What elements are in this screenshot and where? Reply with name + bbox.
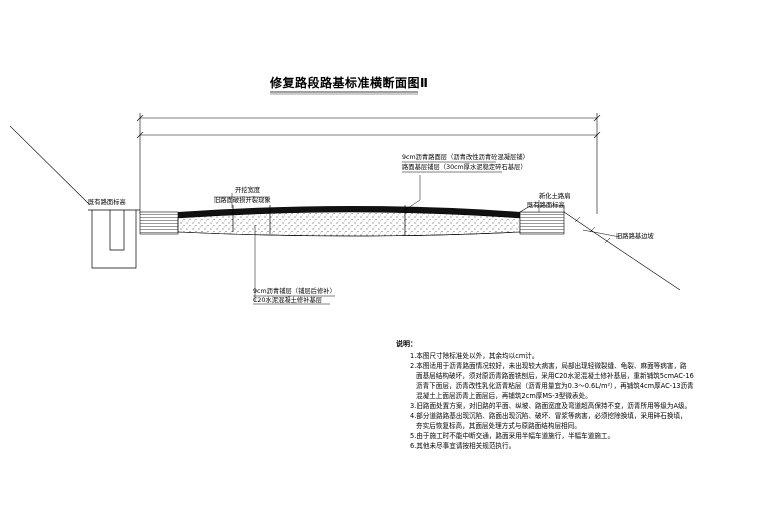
label-right-slope: 旧路路基边坡 [616, 233, 654, 240]
right-slope-ticks [574, 216, 611, 244]
leaders [214, 161, 621, 305]
overall-dimension [136, 113, 601, 214]
label-crack-width: 开挖宽度 [235, 187, 261, 194]
label-bottom-layer-2: C20水泥混凝土修补基层 [253, 297, 323, 304]
note-line: 夯实后恢复标高，其面层处理方式与原路面结构层相同。 [416, 422, 581, 430]
note-item: 5.由于施工时不能中断交通，路面采用半幅车道施行，半幅车道施工。 [396, 431, 756, 441]
note-line: 沥青下面层，沥青改性乳化沥青粘层（沥青用量宜为0.3～0.6L/m²），再铺筑4… [416, 382, 694, 390]
note-line: 混凝土上面层沥青上面层后，再铺筑2cm厚MS-3型微表处。 [416, 392, 592, 400]
subbase-line [177, 231, 521, 237]
label-top-layer-2: 路面基层铺层（30cm厚水泥稳定碎石基层） [402, 164, 527, 171]
repair-patch [232, 205, 406, 236]
note-line: 2.本图适用于沥青路面情况较好，未出现较大病害，局部出现轻微裂缝、龟裂、麻面等病… [410, 362, 687, 370]
left-slope-line [9, 125, 91, 206]
label-top-layer-1: 9cm沥青路面层（沥青改性沥青砼混凝层铺） [402, 154, 529, 161]
right-slope-line [563, 211, 681, 291]
right-shoulder [519, 211, 565, 235]
note-item: 6.其他未尽事宜请按相关规范执行。 [396, 441, 756, 451]
note-item: 2.本图适用于沥青路面情况较好，未出现较大病害，局部出现轻微裂缝、龟裂、麻面等病… [396, 361, 756, 401]
note-line: 3.旧路面处置方案，对旧路的平面、纵坡、路面宽度及弯道超高保持不变，沥青所用等级… [410, 402, 692, 410]
note-line: 1.本图尺寸除标准处以外，其余均以cm计。 [410, 352, 539, 360]
note-item: 1.本图尺寸除标准处以外，其余均以cm计。 [396, 351, 756, 361]
label-existing-ditch: 既有路面标高 [88, 199, 126, 206]
note-line: 面基层结构破坏，须对原沥青路面铣刨后，采用C20水泥混凝土修补基层，重新铺筑5c… [416, 372, 694, 380]
note-line: 5.由于施工时不能中断交通，路面采用半幅车道施行，半幅车道施工。 [410, 432, 615, 440]
right-shoulder-cap [518, 205, 565, 213]
label-right-slope-top: 新化土路肩 [539, 193, 571, 200]
note-line: 4.部分道路路基出现沉陷、路面出现沉陷、破坏、冒浆等病害，必须挖除换填，采用碎石… [410, 412, 687, 420]
note-line: 6.其他未尽事宜请按相关规范执行。 [410, 442, 516, 450]
notes-block: 说明： 1.本图尺寸除标准处以外，其余均以cm计。 2.本图适用于沥青路面情况较好… [396, 339, 756, 451]
notes-list: 1.本图尺寸除标准处以外，其余均以cm计。 2.本图适用于沥青路面情况较好，未出现… [396, 351, 756, 451]
note-item: 4.部分道路路基出现沉陷、路面出现沉陷、破坏、冒浆等病害，必须挖除换填，采用碎石… [396, 411, 756, 431]
left-ditch [88, 209, 140, 269]
base-layer [177, 211, 521, 237]
drawing-title: 修复路段路基标准横断面图Ⅱ [270, 76, 429, 90]
label-old-surface-crack: 旧路面破损开裂现象 [214, 197, 271, 204]
note-item: 3.旧路面处置方案，对旧路的平面、纵坡、路面宽度及弯道超高保持不变，沥青所用等级… [396, 401, 756, 411]
left-shoulder [139, 211, 179, 235]
second-dimension [136, 131, 601, 139]
label-bottom-layer-1: 9cm沥青铺层（铺层后修补） [253, 288, 336, 295]
notes-heading: 说明： [396, 340, 417, 348]
label-right-existing: 既有路面标高 [527, 202, 565, 209]
